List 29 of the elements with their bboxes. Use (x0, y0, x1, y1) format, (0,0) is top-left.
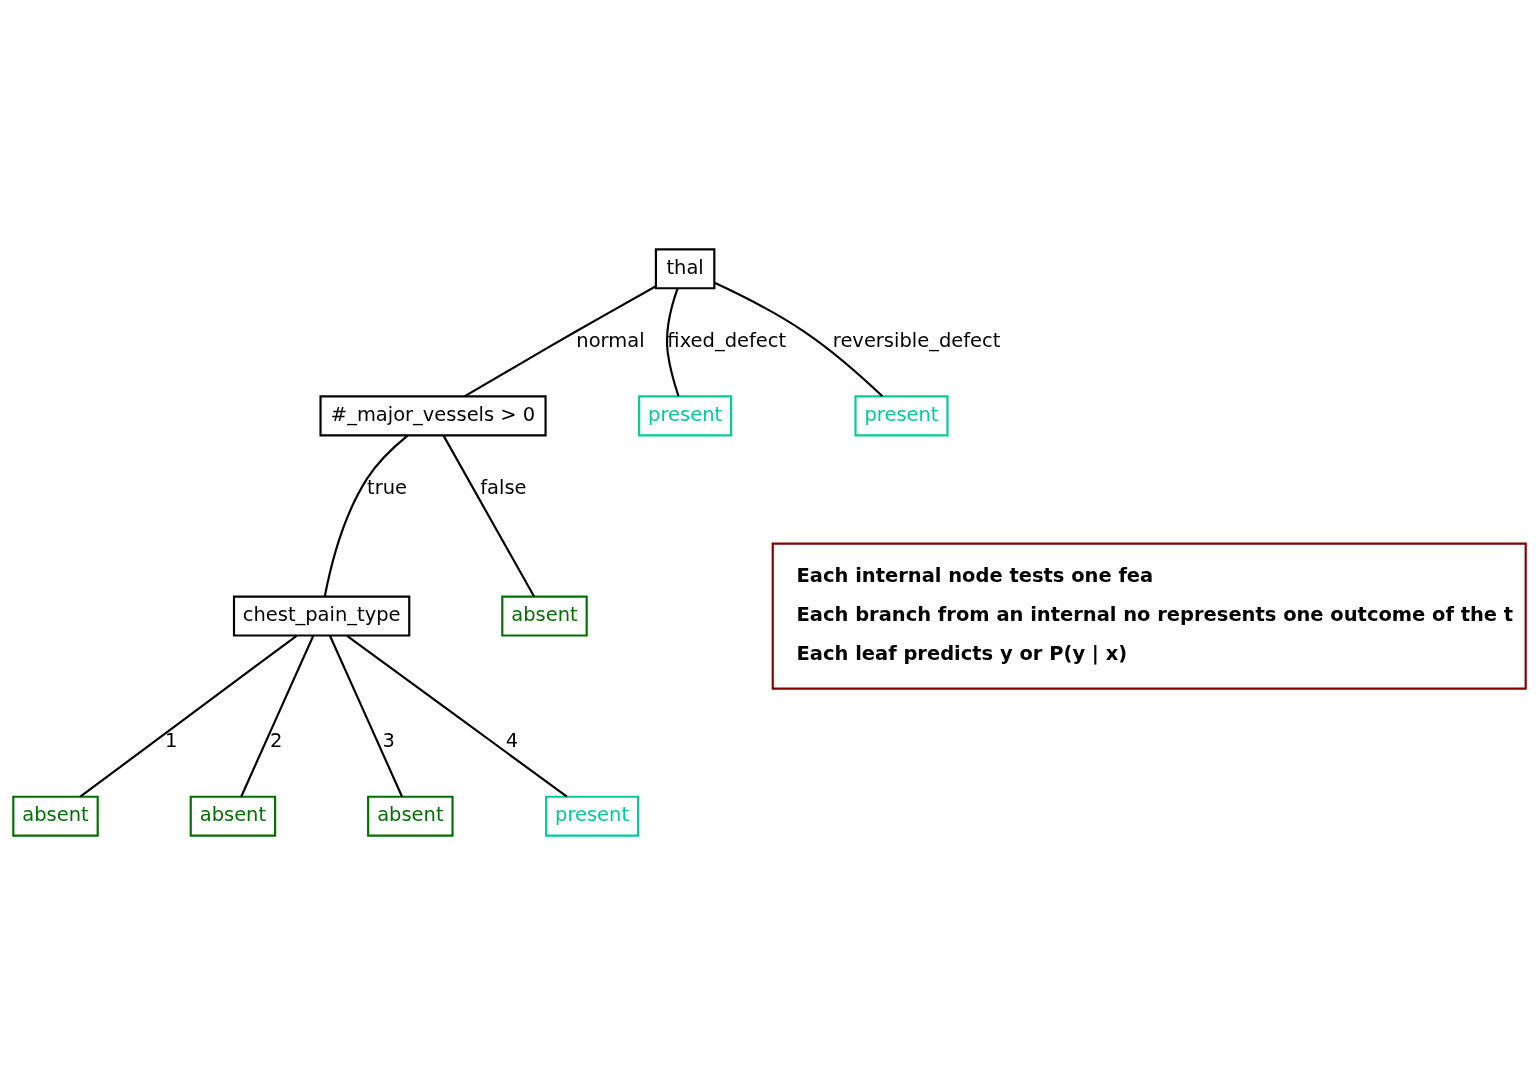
connector (714, 281, 884, 397)
connector (463, 285, 657, 398)
connector (329, 635, 404, 798)
connector (79, 634, 298, 798)
node-box: absent (12, 795, 99, 837)
node-box: #_major_vessels > 0 (319, 395, 547, 437)
edge-label: 4 (505, 729, 519, 753)
node-box: absent (501, 595, 588, 637)
node-box: Each internal node tests one fea Each branch from an internal no represents one outcome of the t Each leaf predicts y or P(y | x) (771, 542, 1527, 690)
node-box: present (545, 795, 640, 837)
connector (346, 634, 568, 798)
edge-label: 1 (165, 729, 178, 753)
edge-label: false (480, 476, 527, 500)
node-box: absent (367, 795, 454, 837)
connector (240, 635, 315, 798)
node-box: absent (189, 795, 277, 837)
edge-label: 2 (270, 729, 283, 753)
edge-label: reversible_defect (832, 329, 1001, 353)
edge-label: normal (576, 329, 645, 353)
node-box: present (854, 395, 949, 437)
edge-label: true (367, 476, 408, 500)
edge-label: fixed_defect (667, 329, 787, 353)
node-box: present (638, 395, 733, 437)
connector (323, 434, 409, 597)
edge-label: 3 (382, 729, 395, 753)
connector (666, 287, 680, 397)
node-box: thal (654, 248, 716, 290)
node-box: chest_pain_type (232, 595, 411, 637)
connector (442, 435, 536, 598)
